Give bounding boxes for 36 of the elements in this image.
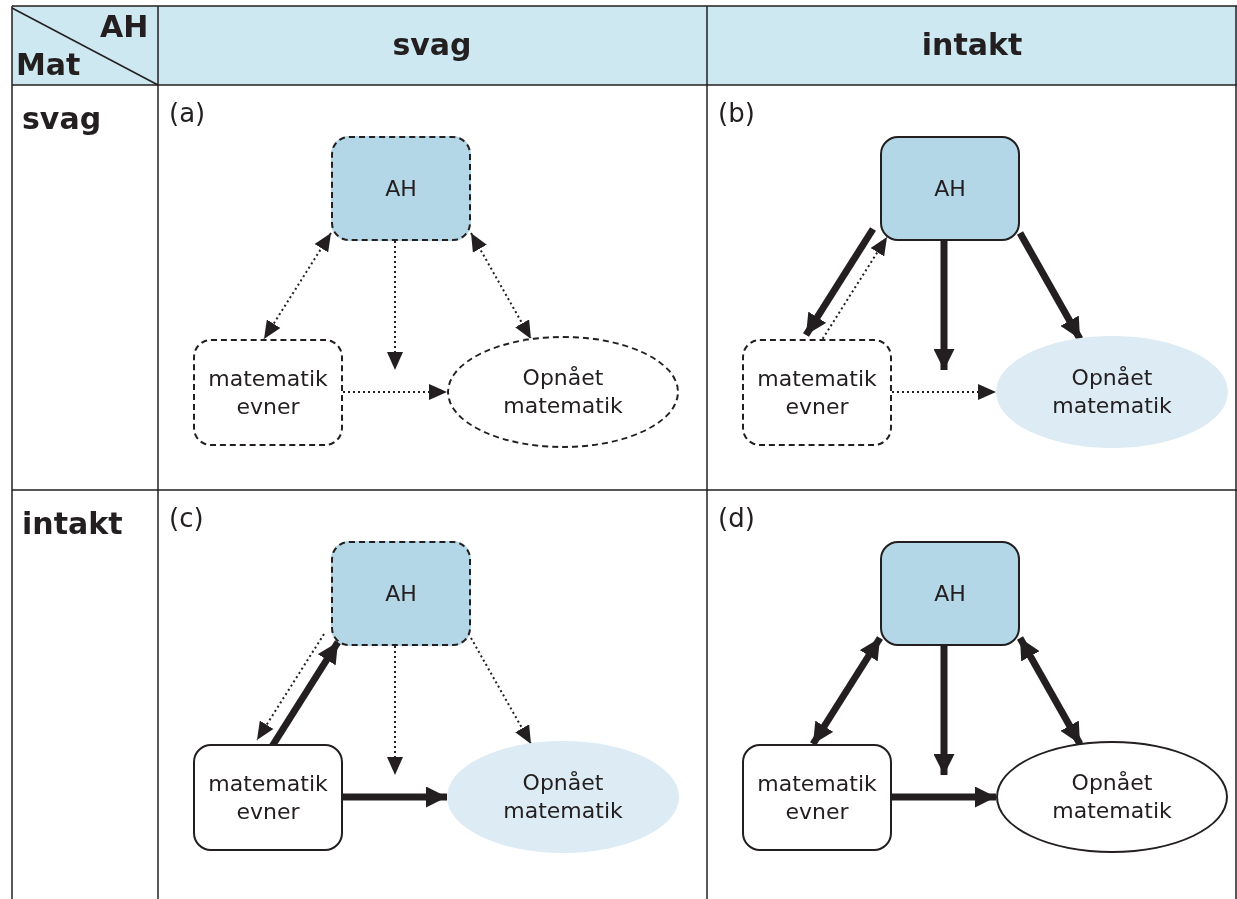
arrow (1016, 231, 1084, 341)
outcome-ellipse: Opnået matematik (447, 336, 679, 448)
factor-box: AH (880, 541, 1020, 646)
arrow (803, 227, 876, 337)
row-header: svag (22, 102, 102, 136)
dotted-arrow (256, 633, 325, 741)
outcome-ellipse: Opnået matematik (447, 741, 679, 853)
arrow (1016, 636, 1084, 746)
factor-box: AH (331, 136, 471, 241)
ability-box: matematik evner (742, 339, 892, 446)
dotted-arrow (387, 645, 403, 776)
panel-label: (a) (169, 98, 206, 128)
panel-label: (d) (718, 503, 755, 533)
row-header: intakt (22, 507, 123, 541)
dotted-arrow (891, 384, 997, 400)
column-header: svag (392, 28, 472, 62)
outcome-ellipse: Opnået matematik (996, 336, 1228, 448)
dotted-arrow (263, 232, 332, 340)
dotted-arrow (342, 384, 448, 400)
ability-box: matematik evner (193, 744, 343, 851)
arrow (892, 786, 996, 808)
axis-label: AH (100, 10, 149, 44)
column-header: intakt (921, 28, 1023, 62)
dotted-arrow (470, 637, 532, 745)
arrow (343, 786, 447, 808)
ability-box: matematik evner (742, 744, 892, 851)
panel-label: (b) (718, 98, 755, 128)
factor-box: AH (331, 541, 471, 646)
dotted-arrow (387, 240, 403, 371)
arrow (810, 636, 883, 746)
axis-label: Mat (16, 48, 81, 82)
outcome-ellipse: Opnået matematik (996, 741, 1228, 853)
panel-label: (c) (169, 503, 204, 533)
dotted-arrow (470, 232, 532, 340)
ability-box: matematik evner (193, 339, 343, 446)
factor-box: AH (880, 136, 1020, 241)
